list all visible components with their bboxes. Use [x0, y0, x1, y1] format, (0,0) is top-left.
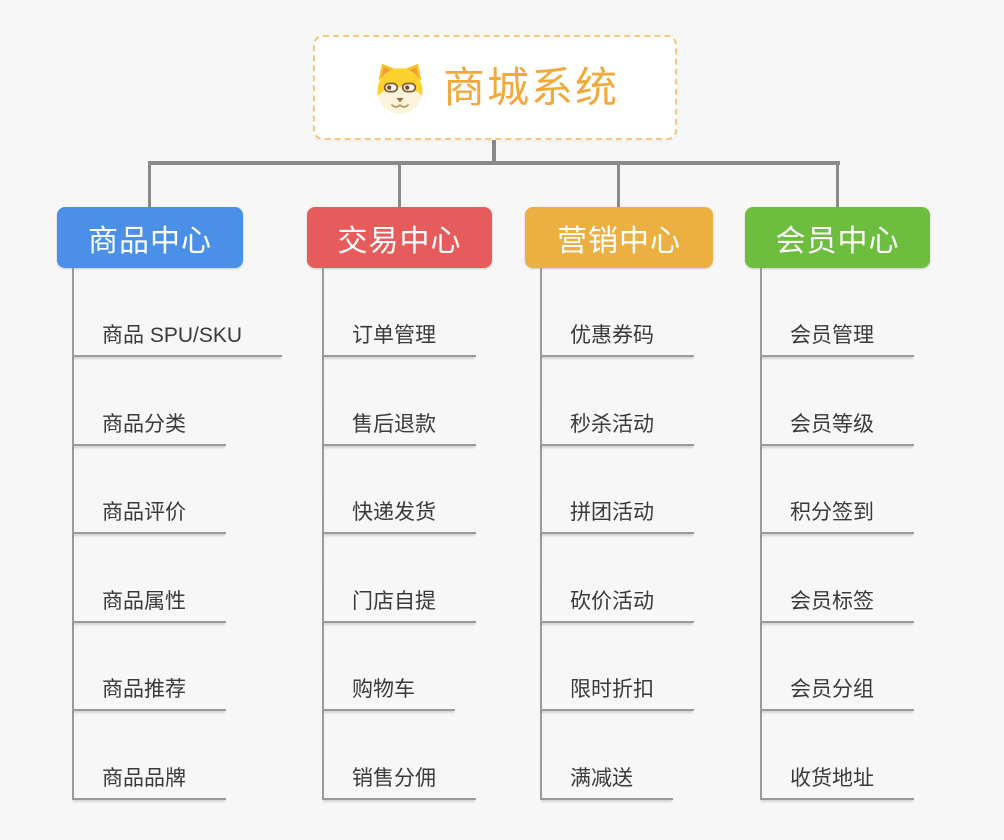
mindmap-item[interactable]: 商品 SPU/SKU: [72, 313, 283, 357]
root-title: 商城系统: [442, 63, 619, 111]
shiba-dog-icon: [371, 61, 429, 115]
mindmap-item[interactable]: 会员管理: [760, 313, 914, 357]
mindmap-item[interactable]: 商品属性: [72, 579, 226, 623]
mindmap-item[interactable]: 拼团活动: [540, 490, 694, 534]
mindmap-item[interactable]: 快递发货: [322, 490, 476, 534]
branch-spine-marketing-center: [540, 268, 542, 800]
connector-drop-1: [148, 161, 151, 207]
root-node[interactable]: 商城系统: [313, 35, 677, 140]
mindmap-item[interactable]: 收货地址: [760, 756, 914, 800]
connector-horizontal: [148, 161, 840, 165]
mindmap-item[interactable]: 商品推荐: [72, 667, 226, 711]
mindmap-item[interactable]: 秒杀活动: [540, 402, 694, 446]
mindmap-item[interactable]: 售后退款: [322, 402, 476, 446]
mindmap-item[interactable]: 销售分佣: [322, 756, 476, 800]
mindmap-item[interactable]: 砍价活动: [540, 579, 694, 623]
branch-header-marketing-center[interactable]: 营销中心: [525, 207, 713, 268]
connector-drop-2: [398, 161, 401, 207]
branch-spine-product-center: [72, 268, 74, 800]
connector-trunk: [492, 140, 496, 164]
mindmap-item[interactable]: 购物车: [322, 667, 455, 711]
branch-spine-member-center: [760, 268, 762, 800]
mindmap-item[interactable]: 满减送: [540, 756, 673, 800]
branch-header-trade-center[interactable]: 交易中心: [307, 207, 492, 268]
mindmap-item[interactable]: 积分签到: [760, 490, 914, 534]
branch-header-product-center[interactable]: 商品中心: [57, 207, 243, 268]
connector-drop-3: [617, 161, 620, 207]
mindmap-item[interactable]: 门店自提: [322, 579, 476, 623]
mindmap-item[interactable]: 优惠券码: [540, 313, 694, 357]
branch-spine-trade-center: [322, 268, 324, 800]
mindmap-item[interactable]: 订单管理: [322, 313, 476, 357]
connector-drop-4: [836, 161, 839, 207]
branch-header-member-center[interactable]: 会员中心: [745, 207, 930, 268]
mindmap-item[interactable]: 会员分组: [760, 667, 914, 711]
mindmap-item[interactable]: 会员标签: [760, 579, 914, 623]
mindmap-item[interactable]: 限时折扣: [540, 667, 694, 711]
mindmap-item[interactable]: 商品品牌: [72, 756, 226, 800]
mindmap-item[interactable]: 商品评价: [72, 490, 226, 534]
mindmap-item[interactable]: 会员等级: [760, 402, 914, 446]
mindmap-item[interactable]: 商品分类: [72, 402, 226, 446]
